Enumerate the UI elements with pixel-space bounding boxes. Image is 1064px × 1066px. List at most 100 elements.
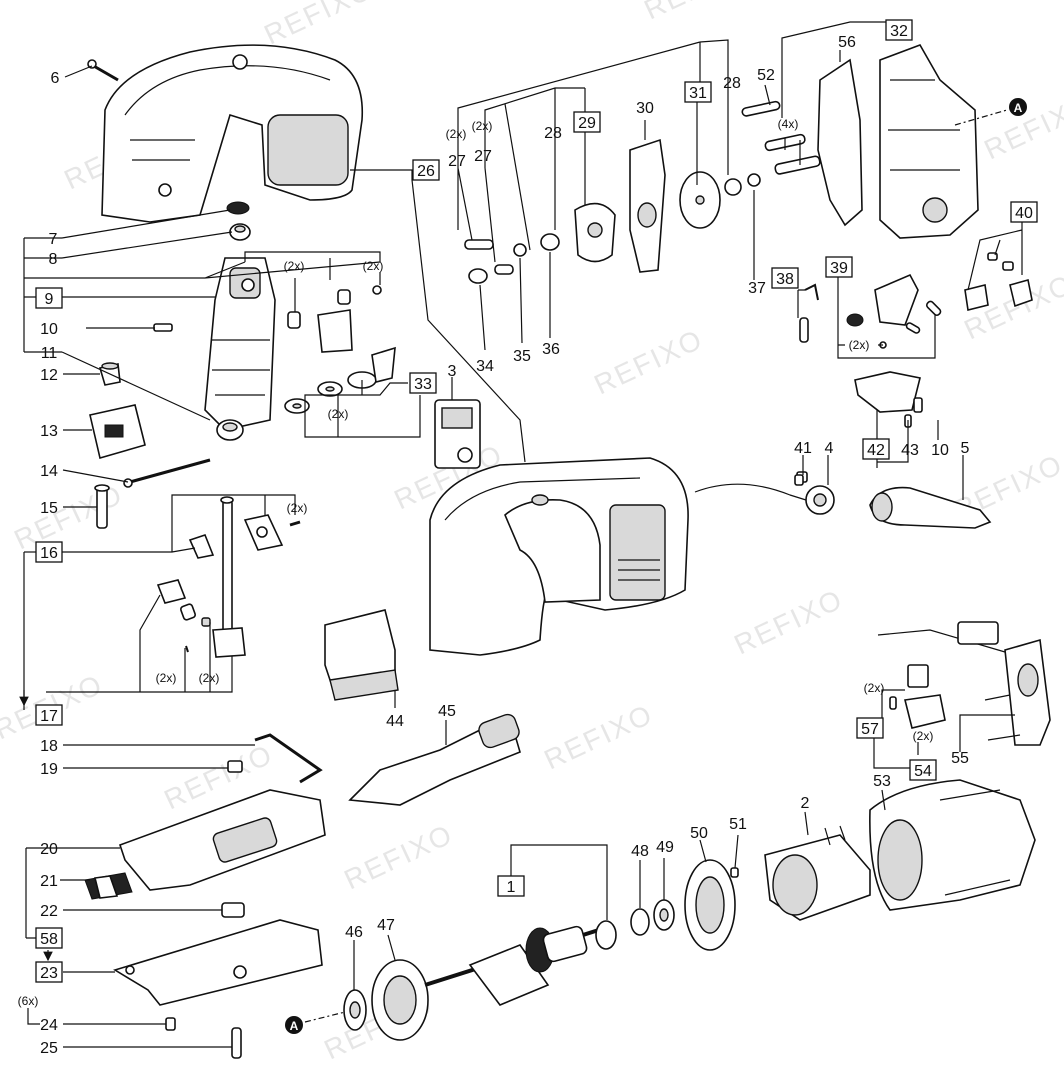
quantity-labels: (2x) (2x) (4x) (2x) (2x) (2x) (2x) (2x) …: [18, 117, 934, 1008]
label-3: 3: [448, 363, 457, 380]
label-58: 58: [40, 931, 58, 948]
base-screws: [165, 1017, 242, 1059]
label-43: 43: [901, 442, 919, 459]
label-32: 32: [890, 23, 908, 40]
label-20: 20: [40, 841, 58, 858]
label-40: 40: [1015, 205, 1033, 222]
sole-inserts: [84, 872, 133, 900]
label-52: 52: [757, 67, 775, 84]
cable-sleeve: [869, 486, 992, 529]
label-6: 6: [51, 70, 60, 87]
label-25: 25: [40, 1040, 58, 1057]
hex-key: [254, 733, 323, 784]
small-screw: [730, 867, 739, 878]
guide-shoe: [324, 609, 399, 701]
spring-pin: [799, 283, 819, 343]
qty-label: (2x): [446, 127, 467, 141]
small-screw: [153, 323, 173, 332]
label-1: 1: [507, 879, 516, 896]
label-35: 35: [513, 348, 531, 365]
label-33: 33: [414, 376, 432, 393]
suppressor-parts: [889, 664, 946, 729]
bushing: [226, 201, 251, 241]
label-54: 54: [914, 763, 932, 780]
label-41: 41: [794, 440, 812, 457]
cable-clamp: [694, 471, 835, 515]
qty-label: (2x): [156, 671, 177, 685]
label-45: 45: [438, 703, 456, 720]
motor-housing: [869, 779, 1036, 911]
stator: [764, 825, 871, 921]
label-7: 7: [49, 231, 58, 248]
watermark: REFIXO: [339, 818, 457, 895]
qty-label: (6x): [18, 994, 39, 1008]
label-16: 16: [40, 545, 58, 562]
label-57: 57: [861, 721, 879, 738]
label-37: 37: [748, 280, 766, 297]
gasket: [817, 58, 863, 227]
clamp-block: [89, 404, 146, 460]
label-27: 27: [474, 148, 492, 165]
washer-set: [284, 346, 396, 414]
label-18: 18: [40, 738, 58, 755]
label-13: 13: [40, 423, 58, 440]
watermark: REFIXO: [639, 0, 757, 25]
anchor-marker-a: A: [954, 98, 1027, 126]
label-17: 17: [40, 708, 58, 725]
label-44: 44: [386, 713, 404, 730]
pins: [741, 100, 821, 175]
watermark: REFIXO: [729, 583, 847, 660]
brush-holder-parts: [287, 285, 382, 353]
label-55: 55: [951, 750, 969, 767]
label-27: 27: [448, 153, 466, 170]
label-23: 23: [40, 965, 58, 982]
guide-lever-parts: [846, 273, 942, 349]
qty-label: (2x): [913, 729, 934, 743]
long-bolt: [123, 458, 211, 488]
label-14: 14: [40, 463, 58, 480]
part-number-labels: 26 31 32 29 40 38 39 33 42 9 16 17 58 23…: [40, 23, 1033, 1057]
label-28: 28: [723, 75, 741, 92]
label-4: 4: [825, 440, 834, 457]
boxed-labels: [35, 19, 1038, 983]
qty-label: (2x): [849, 338, 870, 352]
fan-plate: [684, 859, 736, 951]
label-12: 12: [40, 367, 58, 384]
label-56: 56: [838, 34, 856, 51]
label-10: 10: [931, 442, 949, 459]
nut: [227, 760, 243, 773]
label-11: 11: [41, 345, 58, 362]
watermark: REFIXO: [259, 0, 377, 50]
label-50: 50: [690, 825, 708, 842]
anchor-marker-a: A: [285, 1011, 346, 1034]
gear-housing: [204, 257, 276, 431]
label-49: 49: [656, 839, 674, 856]
label-51: 51: [729, 816, 747, 833]
main-housing: [429, 457, 689, 656]
svg-text:A: A: [1014, 101, 1023, 115]
qty-label: (2x): [363, 259, 384, 273]
armature: [424, 925, 606, 1006]
bearing-sleeve: [216, 419, 244, 441]
electronic-module: [877, 621, 1051, 746]
label-47: 47: [377, 917, 395, 934]
label-22: 22: [40, 903, 58, 920]
label-19: 19: [40, 761, 58, 778]
screw: [87, 59, 119, 82]
label-2: 2: [801, 795, 810, 812]
watermark: REFIXO: [539, 698, 657, 775]
label-34: 34: [476, 358, 494, 375]
label-26: 26: [417, 163, 435, 180]
switch: [434, 399, 481, 469]
label-5: 5: [961, 440, 970, 457]
label-10: 10: [40, 321, 58, 338]
housing-half-shell: [101, 44, 364, 223]
label-8: 8: [49, 251, 58, 268]
qty-label: (2x): [864, 681, 885, 695]
label-29: 29: [578, 115, 596, 132]
lock-lever: [854, 371, 923, 428]
label-21: 21: [40, 873, 58, 890]
label-30: 30: [636, 100, 654, 117]
base-plate-upper: [118, 789, 326, 891]
motor-bearings: [595, 899, 675, 950]
